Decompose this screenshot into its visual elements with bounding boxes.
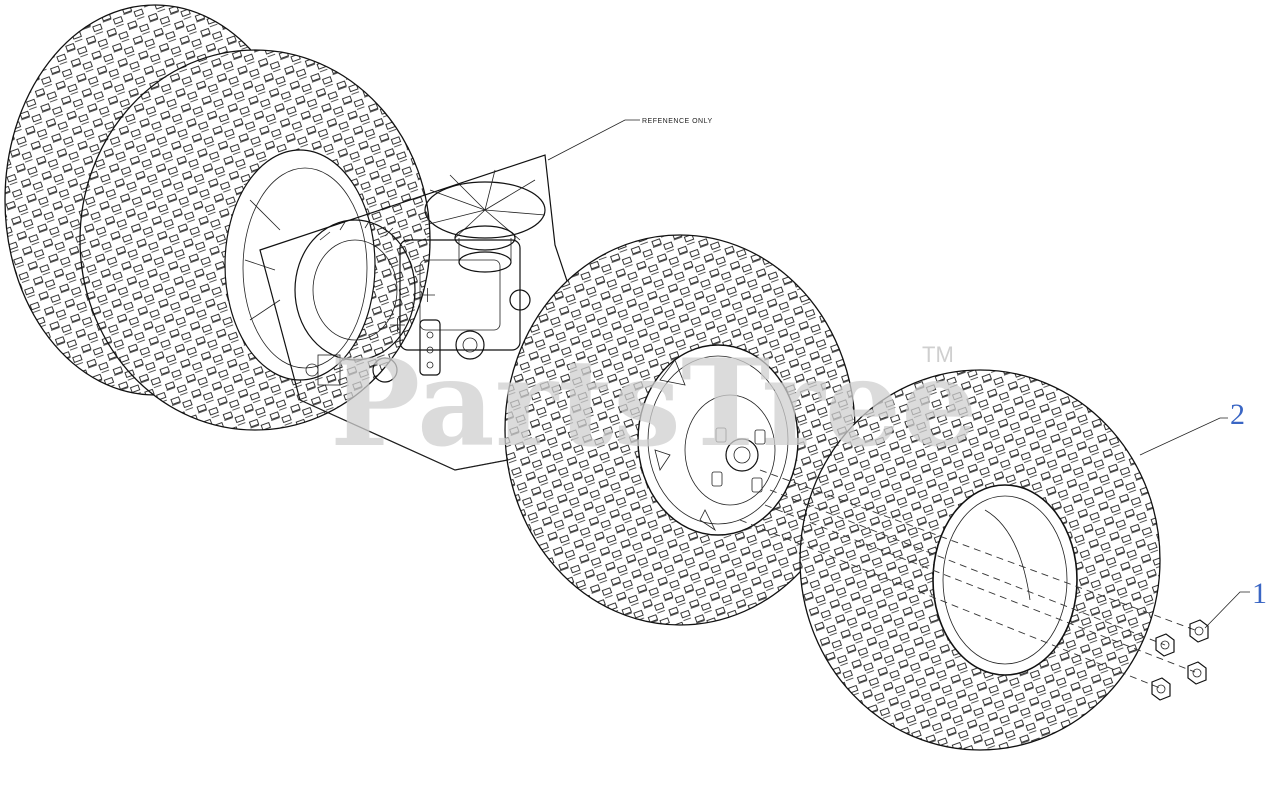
- lug-nut: [1155, 633, 1175, 657]
- trademark-mark: TM: [922, 342, 954, 367]
- rear-wheel-assembly: [799, 369, 1161, 751]
- reference-note: REFENENCE ONLY: [547, 118, 713, 161]
- cooling-fan: [424, 169, 546, 273]
- stud-alignment-lines: [739, 469, 1196, 689]
- transaxle-unit: [294, 219, 531, 383]
- watermark-logo: PartsTree: [330, 333, 977, 474]
- callout-number-2[interactable]: 2: [1230, 398, 1245, 431]
- lug-nut: [1151, 677, 1171, 701]
- lug-nut: [1189, 619, 1209, 643]
- lug-nut-set: [1151, 619, 1209, 701]
- callout-leader-2: [1139, 417, 1228, 456]
- reference-note-label: REFENENCE ONLY: [642, 118, 713, 125]
- wheel-hub: [654, 359, 766, 532]
- center-tire: [504, 234, 856, 626]
- callout-number-1[interactable]: 1: [1252, 577, 1267, 610]
- lug-nut: [1187, 661, 1207, 685]
- callout-leader-1: [1204, 591, 1250, 629]
